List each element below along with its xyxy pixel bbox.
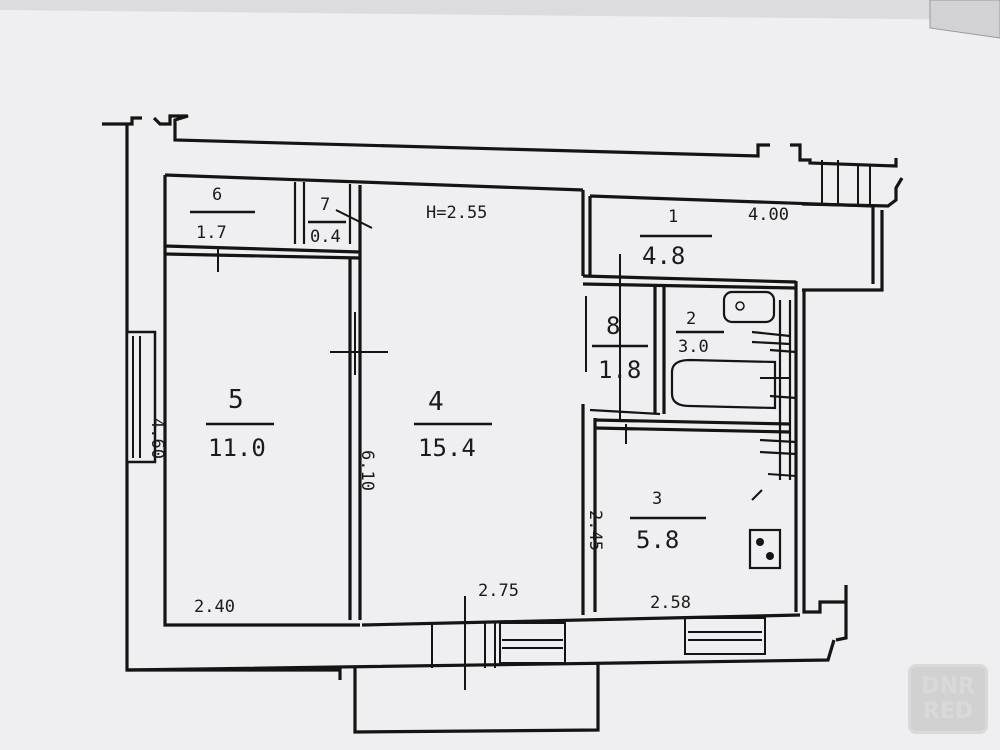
- room-2-label: 2 3.0: [676, 309, 724, 357]
- room-4-label: 4 15.4: [414, 387, 492, 462]
- svg-text:1.7: 1.7: [196, 223, 227, 243]
- dim-bottom-3: 2.58: [650, 593, 691, 613]
- dim-bottom-5: 2.40: [194, 597, 235, 617]
- svg-text:6: 6: [212, 185, 222, 205]
- svg-text:1.8: 1.8: [598, 356, 641, 384]
- room-5-label: 5 11.0: [206, 385, 274, 462]
- dim-top-right: 4.00: [748, 205, 789, 225]
- room-6-label: 6 1.7: [190, 185, 255, 243]
- dim-bottom-4: 2.75: [478, 581, 519, 601]
- bathtub: [670, 358, 790, 410]
- dim-left-3: 2.45: [585, 510, 605, 551]
- svg-text:2: 2: [686, 309, 696, 329]
- svg-text:3: 3: [652, 489, 662, 509]
- svg-text:4: 4: [428, 387, 444, 417]
- dim-left-5: 4.60: [147, 418, 167, 459]
- watermark-logo: DNR RED: [908, 664, 988, 734]
- balcony: [353, 664, 600, 734]
- svg-text:15.4: 15.4: [418, 434, 476, 462]
- room-3-label: 3 5.8: [630, 489, 706, 554]
- svg-text:1: 1: [668, 207, 678, 227]
- outer-walls: [102, 114, 904, 680]
- svg-text:5.8: 5.8: [636, 526, 679, 554]
- door-marks: [217, 209, 627, 444]
- svg-text:4.8: 4.8: [642, 242, 685, 270]
- toilet: [722, 290, 776, 324]
- window-left: [125, 330, 157, 464]
- page-corner: [929, 0, 1000, 39]
- room-1-label: 1 4.8: [640, 207, 712, 270]
- page-edge: [0, 0, 1000, 20]
- room-7-label: 7 0.4: [308, 195, 346, 247]
- watermark-line-1: DNR: [921, 674, 975, 699]
- dim-mid-4: 6.10: [357, 450, 377, 491]
- stove: [748, 489, 782, 570]
- pipes-riser: [751, 300, 797, 480]
- svg-text:8: 8: [606, 312, 620, 340]
- window-bottom: [431, 596, 766, 690]
- svg-text:11.0: 11.0: [208, 434, 266, 462]
- svg-text:5: 5: [228, 385, 244, 415]
- svg-text:0.4: 0.4: [310, 227, 341, 247]
- watermark-line-2: RED: [922, 699, 974, 724]
- svg-text:7: 7: [320, 195, 330, 215]
- svg-text:3.0: 3.0: [678, 337, 709, 357]
- interior-walls: [164, 182, 797, 620]
- ceiling-height: H=2.55: [426, 203, 487, 223]
- vent-marks: [821, 160, 871, 205]
- room-8-label: 8 1.8: [592, 312, 648, 384]
